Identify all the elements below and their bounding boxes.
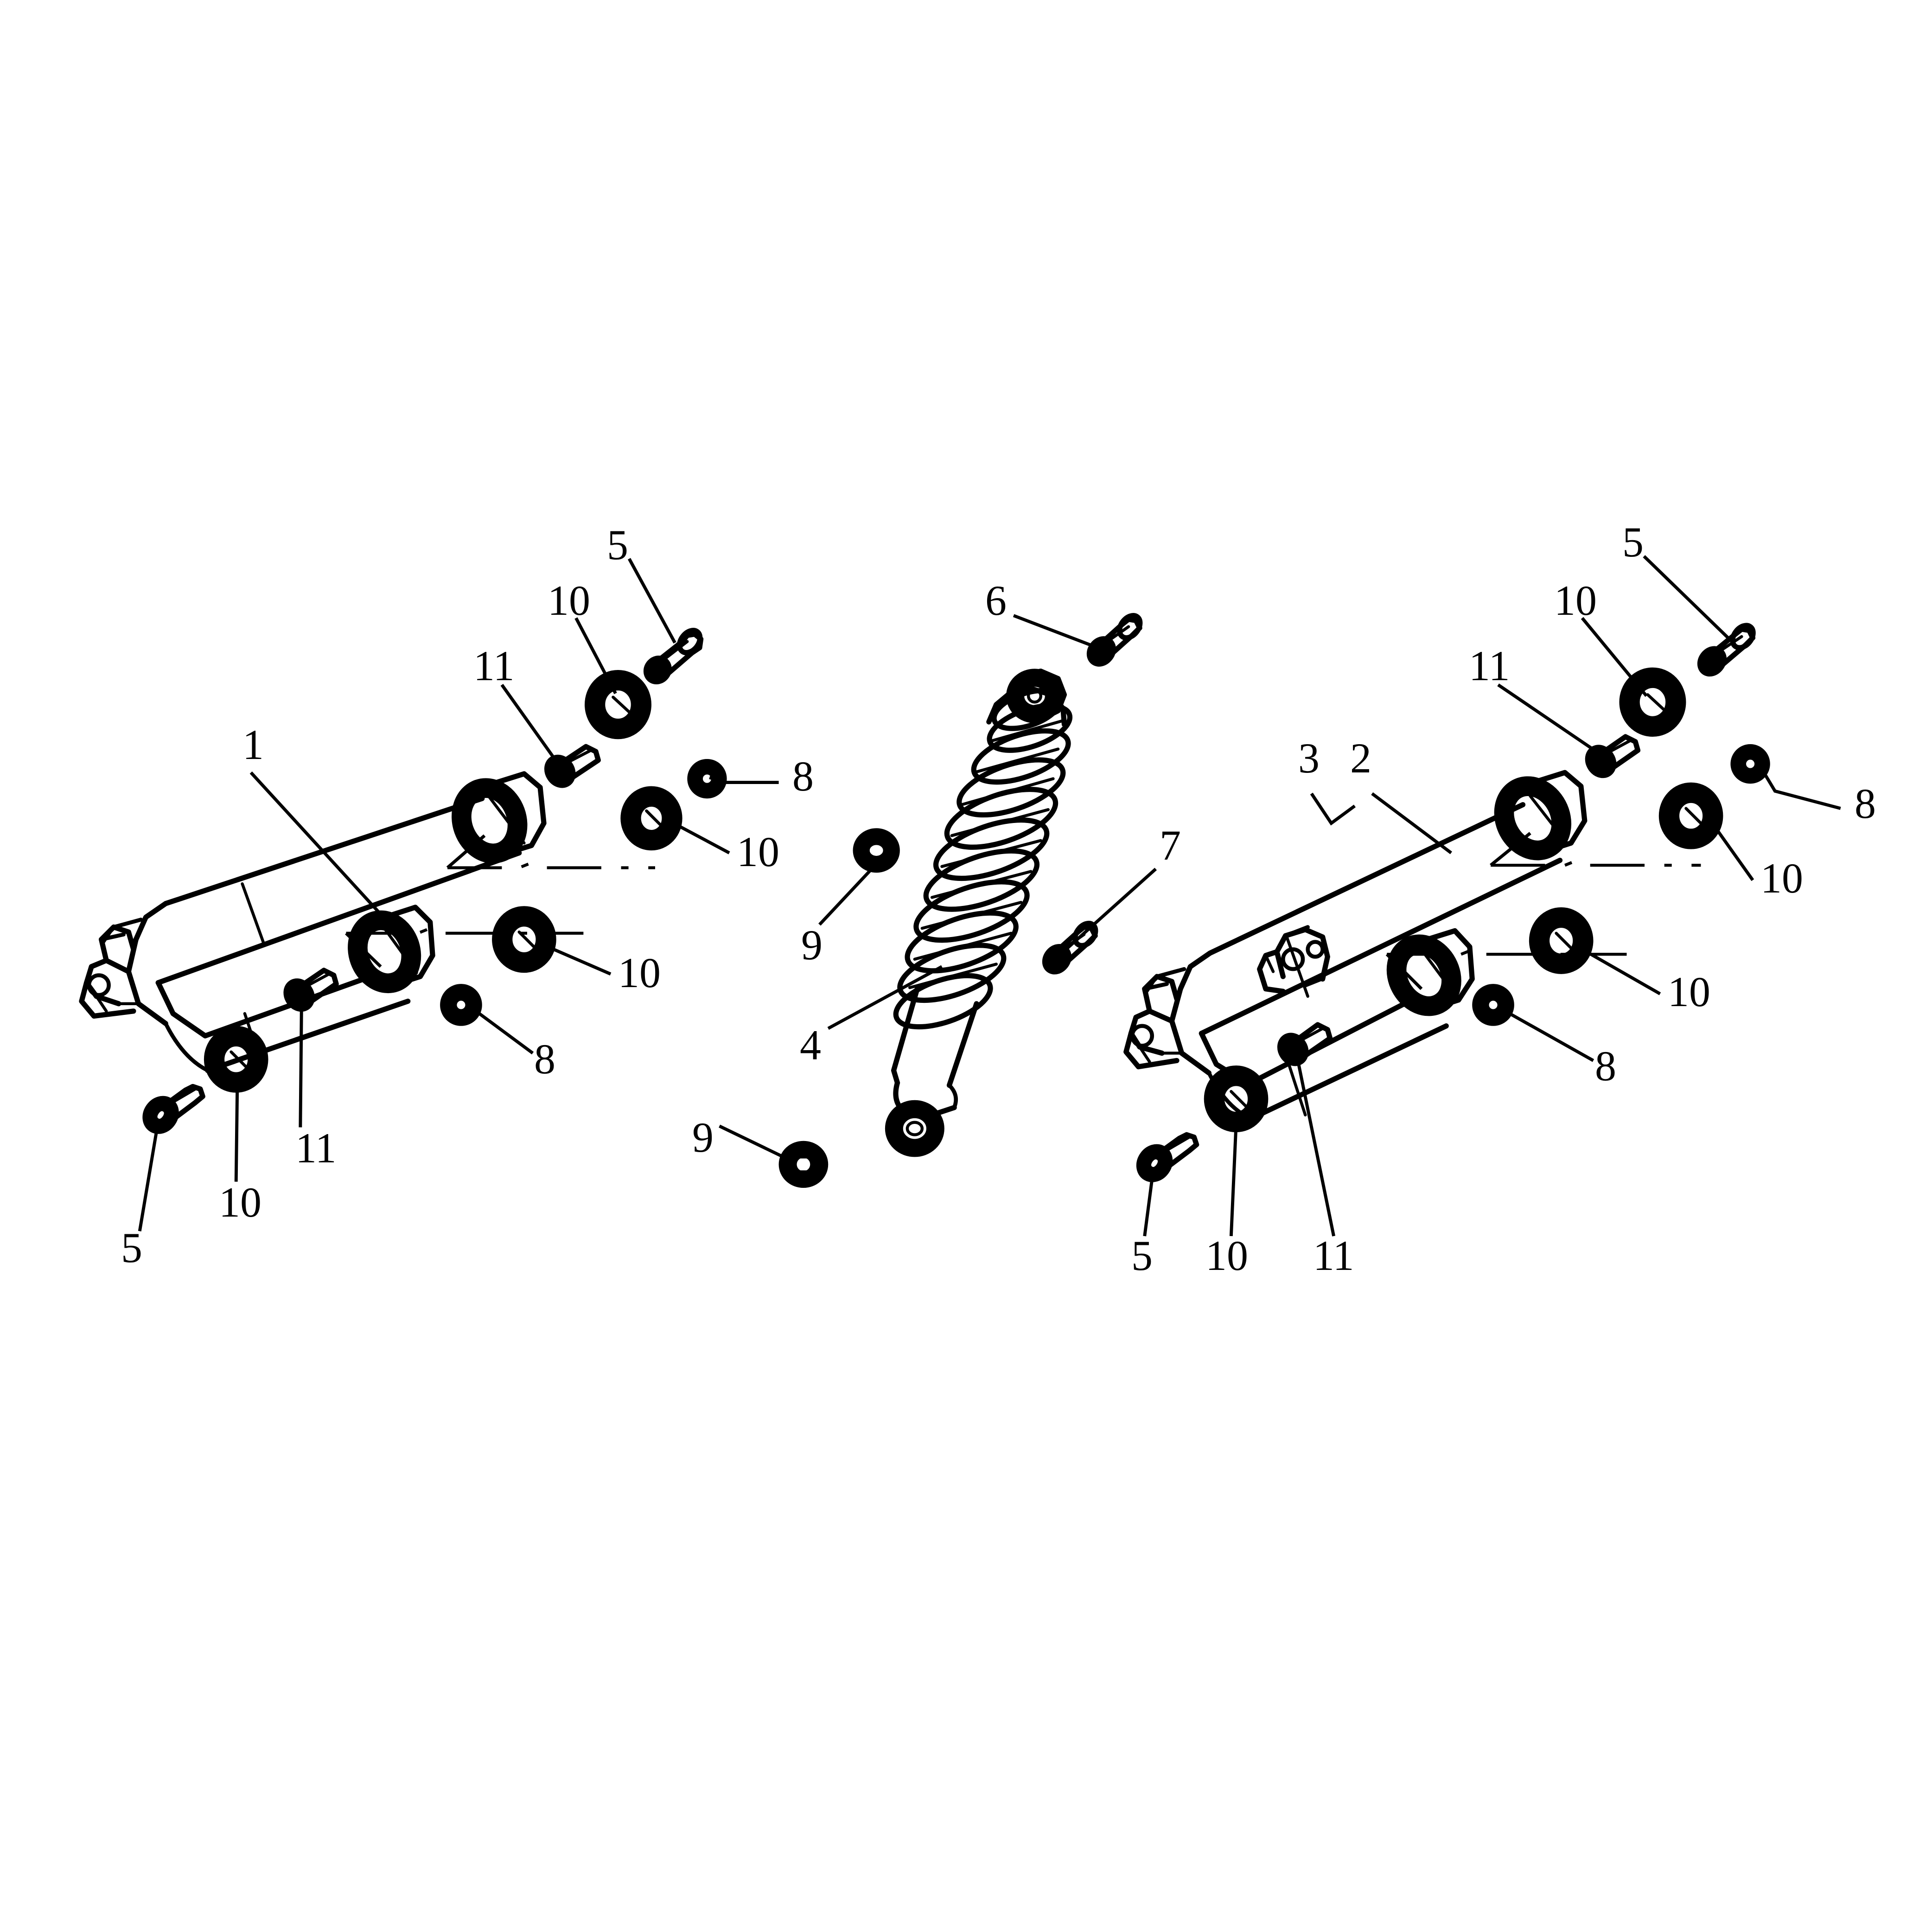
callout-number-10-ru: 10 <box>1554 577 1597 624</box>
right-lowmid-nut-8 <box>1472 984 1514 1026</box>
tick-left-lower <box>345 932 382 968</box>
leader-5b <box>138 1128 159 1231</box>
left-control-arm <box>79 771 547 1073</box>
left-bottom-bushing-10 <box>204 1026 268 1093</box>
callout-number-2: 2 <box>1350 734 1371 782</box>
callout-number-7: 7 <box>1160 822 1181 869</box>
callout-number-11-lb: 11 <box>295 1124 337 1172</box>
leader-10b <box>673 822 730 854</box>
leader-11a <box>500 683 555 759</box>
leader-2 <box>1371 792 1452 854</box>
right-bottom-bushing-10 <box>1204 1065 1269 1133</box>
tick-left-upper <box>446 834 486 869</box>
callout-number-11-ru: 11 <box>1469 642 1510 689</box>
leader-4 <box>827 965 943 1030</box>
leader-10a <box>574 617 617 695</box>
callout-number-5-lu: 5 <box>607 521 628 568</box>
left-bottom-bolt-5 <box>142 1084 205 1134</box>
axis-line-left-upper <box>447 861 655 869</box>
callout-number-10-lm: 10 <box>737 828 779 875</box>
leader-lines <box>138 555 1841 1237</box>
right-upper-bolt-5 <box>1697 623 1756 677</box>
callout-number-8-llm: 8 <box>534 1035 555 1083</box>
left-upper-sleeve-11 <box>544 744 601 788</box>
left-mid-bushing-10 <box>620 786 682 851</box>
tick-right-upper <box>1490 832 1531 867</box>
callout-number-8-rlm: 8 <box>1595 1042 1616 1090</box>
leader-11b <box>299 997 303 1128</box>
leader-7 <box>1059 867 1157 956</box>
callout-number-10-llm: 10 <box>618 949 661 996</box>
right-bottom-bolt-5 <box>1136 1132 1199 1182</box>
callout-number-1: 1 <box>242 721 264 768</box>
leader-8d <box>1502 1008 1594 1062</box>
leader-9b <box>719 1124 790 1161</box>
leader-5d <box>1143 1179 1154 1237</box>
callout-number-10-rlm: 10 <box>1668 968 1710 1015</box>
right-mid-bushing-10 <box>1658 782 1723 849</box>
callout-number-11-lu: 11 <box>473 642 515 689</box>
leader-5c <box>1643 555 1729 639</box>
callout-number-5-rb: 5 <box>1131 1232 1153 1279</box>
callout-number-5-lb: 5 <box>121 1224 142 1271</box>
callout-number-4: 4 <box>800 1021 821 1069</box>
callout-number-5-ru: 5 <box>1622 518 1644 566</box>
right-lowmid-bushing-10 <box>1529 907 1594 974</box>
leader-10e <box>1581 617 1648 697</box>
left-bottom-sleeve-11 <box>283 968 339 1012</box>
leader-10c <box>544 944 612 976</box>
leader-10d <box>234 1083 239 1182</box>
callout-number-8-rm: 8 <box>1855 780 1876 827</box>
right-upper-sleeve-11 <box>1585 734 1641 778</box>
callout-number-10-rb: 10 <box>1205 1232 1248 1279</box>
leader-11c <box>1497 683 1596 752</box>
axis-line-right-upper <box>1491 859 1701 867</box>
leader-8b <box>470 1006 534 1055</box>
leader-6 <box>1013 614 1098 650</box>
callout-number-10-lu: 10 <box>548 577 590 624</box>
right-bottom-sleeve-11 <box>1277 1022 1333 1066</box>
right-mid-nut-8 <box>1730 744 1770 784</box>
callout-number-10-lb: 10 <box>219 1179 261 1226</box>
callout-number-6: 6 <box>985 577 1007 624</box>
leader-11d <box>1296 1060 1336 1237</box>
leader-8c <box>1759 765 1841 810</box>
callout-number-9-up: 9 <box>801 921 823 969</box>
left-upper-bolt-5 <box>643 628 704 685</box>
leader-10f <box>1712 823 1754 881</box>
tick-right-lower <box>1385 953 1423 990</box>
callout-number-11-rb: 11 <box>1313 1232 1354 1279</box>
right-upper-bushing-10 <box>1619 667 1686 737</box>
shock-absorber <box>885 669 1073 1157</box>
shock-lower-locknut-9 <box>778 1141 829 1188</box>
shock-upper-locknut-9 <box>853 828 900 873</box>
axis-line-left-lower <box>346 926 584 935</box>
right-control-arm <box>1123 770 1588 1122</box>
leader-8a <box>709 776 779 784</box>
leader-3 <box>1310 792 1356 826</box>
left-lowmid-nut-8 <box>440 984 482 1026</box>
leader-9a <box>818 864 877 926</box>
callout-number-8-lm: 8 <box>792 752 814 800</box>
callout-number-3: 3 <box>1298 734 1320 782</box>
leader-10h <box>1229 1124 1238 1237</box>
leader-5a <box>627 558 676 644</box>
callout-number-9-lo: 9 <box>692 1114 714 1161</box>
shock-upper-bolt-6 <box>1086 613 1143 667</box>
callout-number-10-rm: 10 <box>1760 854 1803 902</box>
leader-10g <box>1581 948 1661 995</box>
left-lowmid-bushing-10 <box>492 906 556 973</box>
leader-1 <box>249 771 387 921</box>
left-upper-bushing-10 <box>585 670 651 740</box>
